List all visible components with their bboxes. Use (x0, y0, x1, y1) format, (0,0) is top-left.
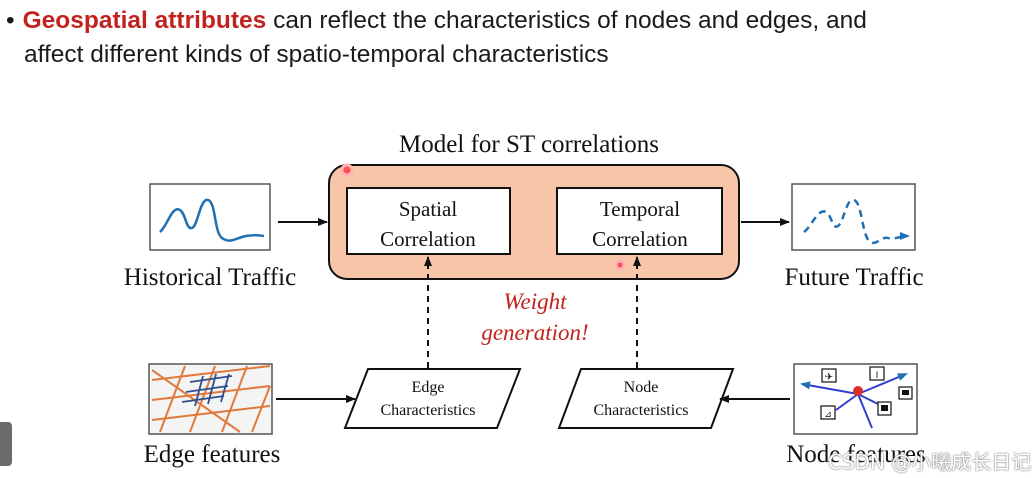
node-char-line1: Node (624, 379, 659, 396)
bullet-heading: • Geospatial attributes can reflect the c… (6, 4, 1030, 72)
weight-generation-line2: generation! (481, 320, 588, 345)
edge-char-line2: Characteristics (380, 402, 475, 419)
edge-features-map (148, 363, 273, 435)
future-traffic-chart (791, 183, 916, 251)
historical-traffic-label: Historical Traffic (124, 264, 296, 291)
watermark: CSDN @小曦成长日记 (828, 450, 1032, 474)
svg-text:✈: ✈ (825, 372, 833, 383)
temporal-line2: Correlation (592, 227, 688, 251)
node-char-line2: Characteristics (593, 402, 688, 419)
historical-traffic-chart (149, 183, 271, 251)
airport-icon (821, 368, 837, 383)
svg-text:⊿: ⊿ (824, 409, 832, 419)
future-traffic-label: Future Traffic (784, 264, 923, 291)
svg-text:ǁ: ǁ (876, 370, 879, 380)
historical-curve (159, 198, 265, 242)
restaurant-icon (869, 366, 885, 381)
weight-generation-line1: Weight (503, 289, 567, 314)
node-features-label: Node features (786, 441, 926, 468)
edge-characteristics-box: Edge Characteristics (343, 368, 522, 429)
edge-char-line1: Edge (412, 379, 445, 396)
heading-rest: can reflect the characteristics of nodes… (266, 7, 867, 34)
node-features-map: ✈ ǁ ⊿ (793, 363, 918, 435)
heading-line2: affect different kinds of spatio-tempora… (24, 41, 609, 68)
heading-highlight: Geospatial attributes (22, 7, 267, 34)
spatial-line1: Spatial (399, 197, 457, 221)
temporal-correlation-box: Temporal Correlation (556, 187, 723, 255)
hospital-icon (820, 405, 836, 420)
temporal-line1: Temporal (600, 197, 680, 221)
spatial-correlation-box: Spatial Correlation (346, 187, 511, 255)
node-characteristics-box: Node Characteristics (557, 368, 735, 429)
model-title: Model for ST correlations (399, 131, 659, 158)
spatial-line2: Correlation (380, 227, 476, 251)
edge-features-label: Edge features (144, 441, 281, 468)
location-pin-icon (853, 386, 863, 396)
pointer-dot (340, 163, 354, 177)
pointer-dot (614, 259, 626, 271)
bullet-glyph: • (6, 7, 15, 34)
future-curve (803, 198, 910, 245)
side-tab-handle[interactable] (0, 422, 12, 466)
